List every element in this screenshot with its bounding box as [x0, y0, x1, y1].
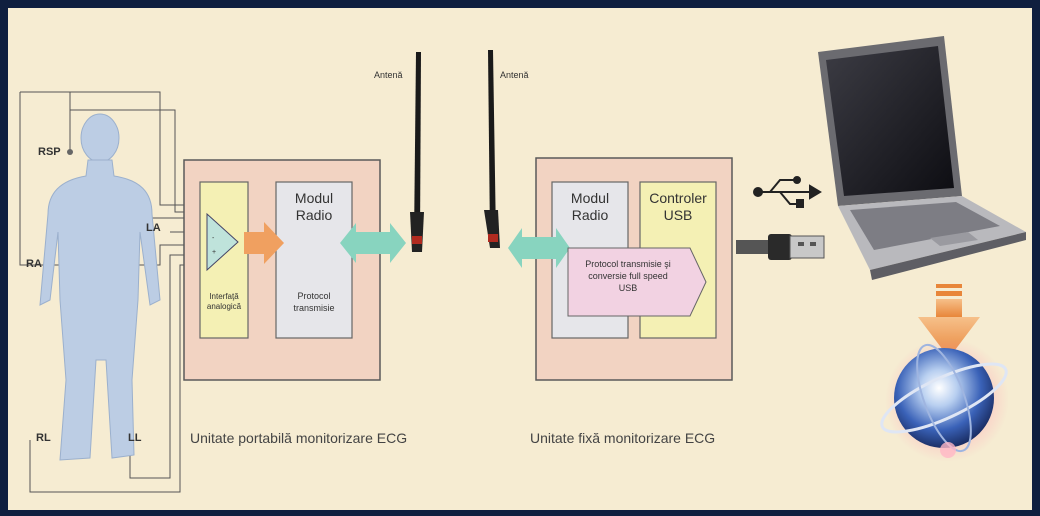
download-arrow-icon: [918, 284, 980, 358]
right-antenna: [484, 50, 500, 248]
usb-controller-label: Controler USB: [649, 190, 707, 223]
internet-globe-icon: [880, 338, 1009, 462]
protocol-conversion-arrow: [567, 247, 707, 317]
radio-module-portable-label: Modul Radio: [294, 190, 334, 223]
radio-module-fixed-label: Modul Radio: [570, 190, 610, 223]
ra-lead-label: RA: [26, 258, 42, 270]
protocol-conversion-label: Protocol transmisie şi conversie full sp…: [585, 259, 671, 293]
laptop-icon: [818, 36, 1026, 280]
usb-icon: [753, 176, 822, 208]
ll-lead-label: LL: [128, 432, 142, 444]
analog-interface-label: Interfaţă analogică: [206, 292, 242, 311]
right-antenna-label: Antenă: [500, 70, 529, 80]
radio-module-box-portable: [275, 181, 353, 339]
fixed-unit-caption: Unitate fixă monitorizare ECG: [530, 430, 716, 446]
rsp-lead-label: RSP: [38, 146, 61, 158]
antenna-to-radio-arrow: [508, 228, 570, 268]
rsp-electrode: [67, 149, 73, 155]
svg-text:-: -: [212, 235, 215, 242]
portable-unit-caption: Unitate portabilă monitorizare ECG: [190, 430, 408, 446]
interface-to-radio-arrow: [244, 222, 284, 264]
patient-body: [39, 113, 161, 461]
protocol-portable-label: Protocol transmisie: [293, 291, 335, 313]
left-antenna: [410, 52, 424, 252]
rl-lead-label: RL: [36, 432, 51, 444]
la-lead-label: LA: [146, 222, 161, 234]
usb-plug: [736, 234, 825, 260]
left-antenna-label: Antenă: [374, 70, 403, 80]
amplifier-icon: [206, 212, 239, 272]
radio-to-antenna-arrow: [340, 223, 406, 263]
svg-text:+: +: [212, 249, 216, 256]
